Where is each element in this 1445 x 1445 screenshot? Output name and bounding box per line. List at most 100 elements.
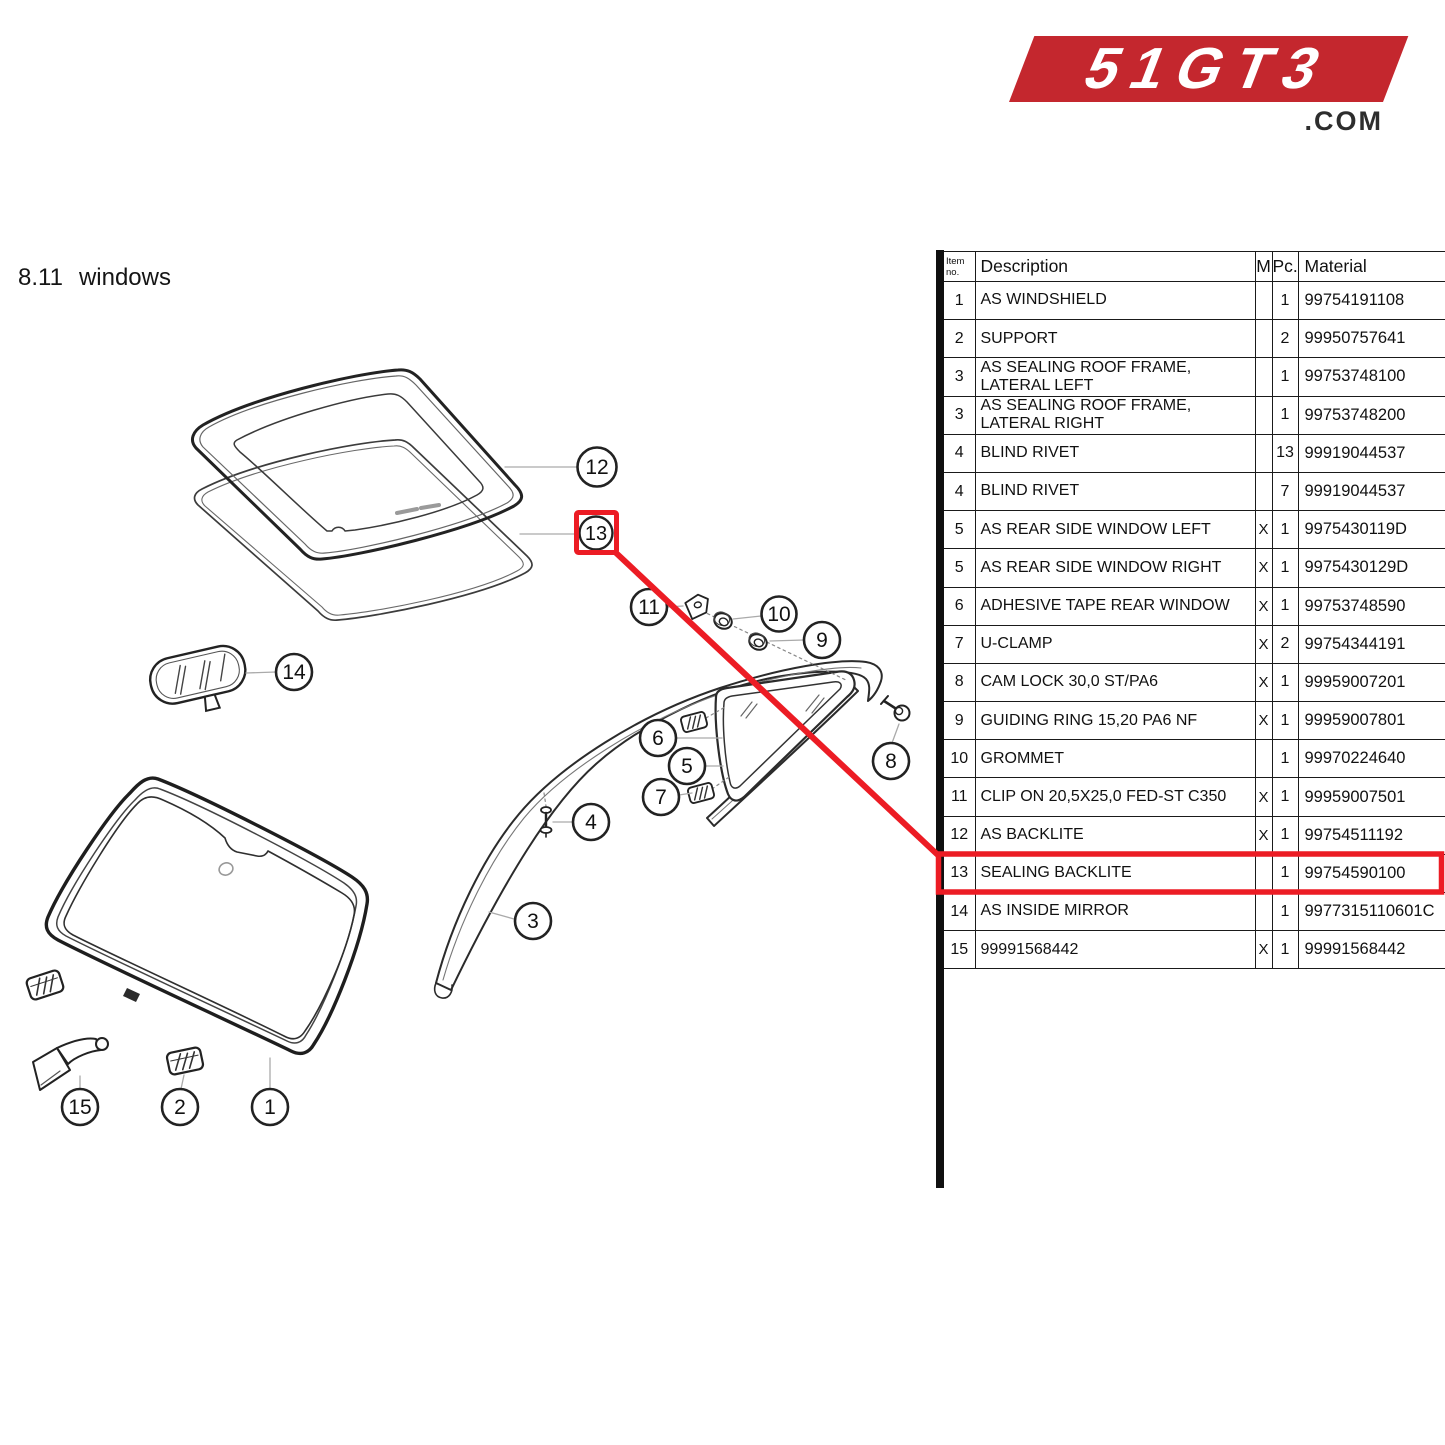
cell-item-no: 2 — [944, 319, 976, 359]
cell-pc: 1 — [1271, 510, 1299, 550]
callout-13[interactable]: 13 — [578, 515, 614, 551]
grommet-icon-9 — [748, 632, 768, 651]
cell-pc: 1 — [1271, 891, 1299, 932]
cell-material: 99919044537 — [1297, 433, 1445, 473]
callout-5-number: 5 — [681, 755, 693, 778]
callout-12[interactable]: 12 — [576, 446, 618, 488]
callout-8[interactable]: 8 — [871, 741, 911, 781]
backlite-seal-inner-line — [201, 445, 524, 616]
cell-pc: 1 — [1271, 357, 1299, 397]
callout-4[interactable]: 4 — [571, 802, 611, 842]
callout-7[interactable]: 7 — [641, 777, 681, 817]
cell-m: X — [1254, 624, 1273, 664]
adhesive-tube-icon — [32, 1037, 109, 1091]
callout-15[interactable]: 15 — [60, 1087, 100, 1127]
windshield-inner-edge-line — [55, 787, 358, 1044]
cell-description: AS REAR SIDE WINDOW RIGHT — [974, 548, 1256, 588]
callout-2-number: 2 — [174, 1096, 186, 1119]
callout-14[interactable]: 14 — [274, 652, 314, 692]
leader-line-2 — [180, 1074, 185, 1090]
cell-m — [1254, 739, 1273, 779]
callout-1[interactable]: 1 — [250, 1087, 290, 1127]
cell-pc: 1 — [1271, 739, 1299, 779]
mirror-body — [148, 644, 247, 705]
cell-description: GROMMET — [974, 739, 1256, 779]
cell-description: AS SEALING ROOF FRAME, LATERAL LEFT — [974, 357, 1256, 397]
rivet-dotted-line — [543, 792, 547, 807]
cell-description: U-CLAMP — [974, 624, 1256, 664]
cell-pc: 1 — [1271, 280, 1299, 321]
windshield-outer-outline — [44, 776, 370, 1056]
callout-9-number: 9 — [816, 629, 828, 652]
cell-item-no: 10 — [944, 739, 976, 779]
cell-description: 99991568442 — [974, 930, 1256, 970]
callout-9[interactable]: 9 — [802, 620, 842, 660]
inside-mirror-group — [148, 644, 277, 713]
callout-2[interactable]: 2 — [160, 1087, 200, 1127]
cell-m — [1254, 357, 1273, 397]
cell-m — [1254, 395, 1273, 435]
cell-material: 99959007801 — [1297, 701, 1445, 741]
clip-icon-6 — [680, 711, 708, 733]
cell-material: 99959007501 — [1297, 777, 1445, 817]
logo-text: 51GT3 — [1075, 36, 1343, 101]
header-pc: Pc. — [1271, 251, 1299, 282]
cell-description: AS INSIDE MIRROR — [974, 891, 1256, 932]
cell-description: GUIDING RING 15,20 PA6 NF — [974, 701, 1256, 741]
cell-description: AS SEALING ROOF FRAME, LATERAL RIGHT — [974, 395, 1256, 435]
callout-1-number: 1 — [264, 1096, 276, 1119]
cell-m: X — [1254, 510, 1273, 550]
glass-hatching — [740, 694, 825, 719]
cell-m: X — [1254, 586, 1273, 626]
backlite-frit-outline — [233, 393, 484, 532]
cell-item-no: 12 — [944, 815, 976, 855]
callout-15-number: 15 — [68, 1096, 91, 1119]
callout-11[interactable]: 11 — [629, 587, 669, 627]
callout-10[interactable]: 10 — [760, 595, 798, 633]
cell-material: 99950757641 — [1297, 319, 1445, 359]
cell-m: X — [1254, 548, 1273, 588]
highlight-connector-line — [611, 548, 943, 860]
cell-description: CLIP ON 20,5X25,0 FED-ST C350 — [974, 777, 1256, 817]
leader-line-8 — [891, 723, 900, 744]
callout-10-number: 10 — [767, 603, 790, 626]
callout-5[interactable]: 5 — [667, 746, 707, 786]
cell-item-no: 13 — [944, 853, 976, 894]
callout-6-number: 6 — [652, 727, 664, 750]
cell-item-no: 5 — [944, 510, 976, 550]
cell-description: AS WINDSHIELD — [974, 280, 1256, 321]
section-number: 8.11 — [18, 264, 63, 291]
cell-item-no: 4 — [944, 433, 976, 473]
backlite-glass-inner-line — [199, 375, 514, 554]
roof-frame-seal-strip — [435, 660, 883, 991]
logo-tld: .COM — [1304, 106, 1383, 136]
windshield-group — [25, 776, 370, 1091]
callout-6[interactable]: 6 — [638, 718, 678, 758]
callout-3[interactable]: 3 — [513, 901, 553, 941]
cell-material: 99753748100 — [1297, 357, 1445, 397]
clip-on-bracket-icon — [684, 593, 709, 620]
cell-item-no: 7 — [944, 624, 976, 664]
cell-description: AS BACKLITE — [974, 815, 1256, 855]
backlite-glass-outline — [191, 368, 524, 561]
cell-description: AS REAR SIDE WINDOW LEFT — [974, 510, 1256, 550]
